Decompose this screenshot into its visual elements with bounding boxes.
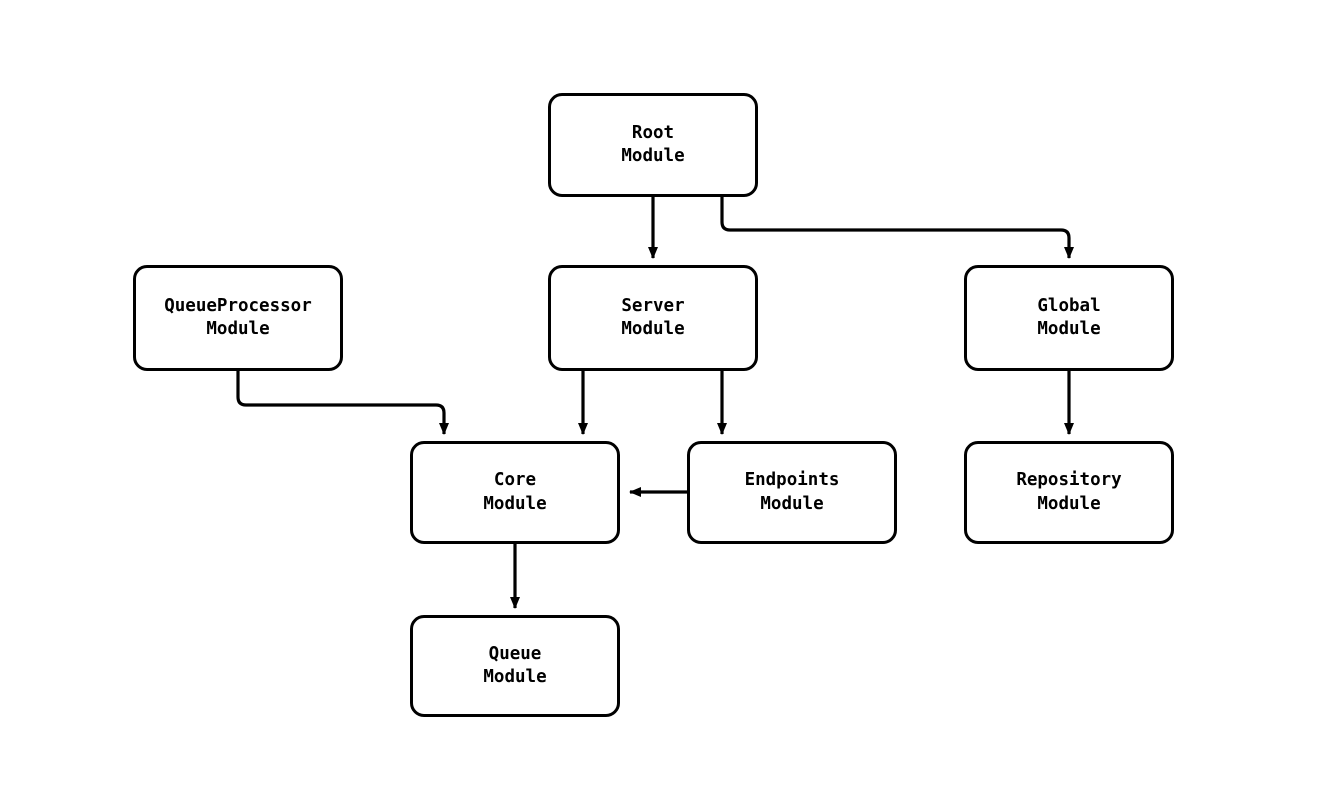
edge-queueprocessor-core [236, 371, 449, 435]
node-repository-label-line2: Module [1037, 493, 1101, 514]
node-core-label-line1: Core [493, 470, 537, 491]
node-queueprocessor-label-line1: QueueProcessor [164, 295, 312, 316]
node-core[interactable]: Core Module [410, 441, 620, 544]
node-queueprocessor-label-line2: Module [206, 319, 270, 339]
node-root-label-line2: Module [621, 146, 685, 166]
node-endpoints-label-line1: Endpoints [744, 470, 840, 491]
node-server-label-line2: Module [621, 319, 685, 339]
node-core-label-line2: Module [483, 493, 547, 514]
node-root[interactable]: Root Module [548, 93, 758, 197]
edge-root-global [720, 197, 1074, 259]
node-global-label-line1: Global [1037, 295, 1101, 316]
node-endpoints[interactable]: Endpoints Module [687, 441, 897, 544]
node-queue[interactable]: Queue Module [410, 615, 620, 717]
node-server-label-line1: Server [621, 295, 685, 316]
node-endpoints-label-line2: Module [760, 493, 824, 514]
node-root-label-line1: Root [631, 122, 675, 143]
node-global-label-line2: Module [1037, 319, 1101, 339]
node-repository-label-line1: Repository [1016, 470, 1122, 491]
node-repository[interactable]: Repository Module [964, 441, 1174, 544]
node-queueprocessor[interactable]: QueueProcessor Module [133, 265, 343, 371]
node-queue-label-line2: Module [483, 667, 547, 687]
edges-group [236, 197, 1074, 609]
node-queue-label-line1: Queue [488, 643, 542, 664]
node-global[interactable]: Global Module [964, 265, 1174, 371]
node-server[interactable]: Server Module [548, 265, 758, 371]
